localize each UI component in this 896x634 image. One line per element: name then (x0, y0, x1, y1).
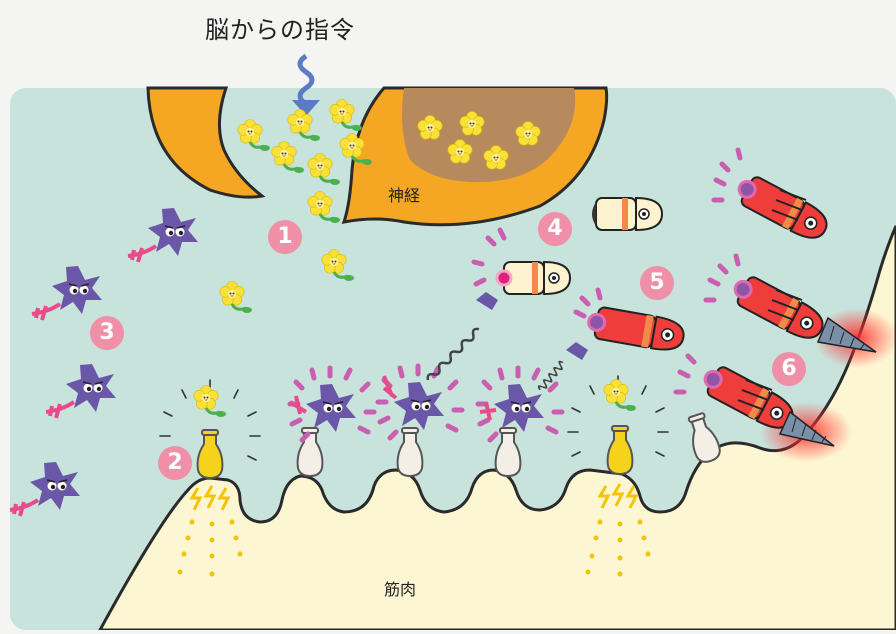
step-badge-5: 5 (640, 266, 674, 300)
vesicle (402, 88, 576, 183)
drill-icon (778, 316, 877, 447)
step-badge-2: 2 (158, 446, 192, 480)
lightning-icon (189, 483, 639, 511)
page-title: 脳からの指令 (205, 16, 355, 44)
squiggle-arrow-icon (292, 53, 320, 116)
spring-icon (424, 292, 588, 393)
muscle-tissue (97, 225, 896, 632)
step-badge-4: 4 (538, 212, 572, 246)
signal-dots (177, 519, 651, 577)
step-badge-6: 6 (772, 352, 806, 386)
bound-enzymes (290, 366, 562, 440)
capsule-icon (471, 196, 664, 296)
muscle-label: 筋肉 (384, 580, 417, 599)
nerve-label: 神経 (388, 186, 421, 205)
nerve-terminal-left (146, 86, 266, 199)
step-badge-3: 3 (90, 316, 124, 350)
drug-capsules (573, 147, 877, 447)
step-badge-1: 1 (268, 220, 302, 254)
